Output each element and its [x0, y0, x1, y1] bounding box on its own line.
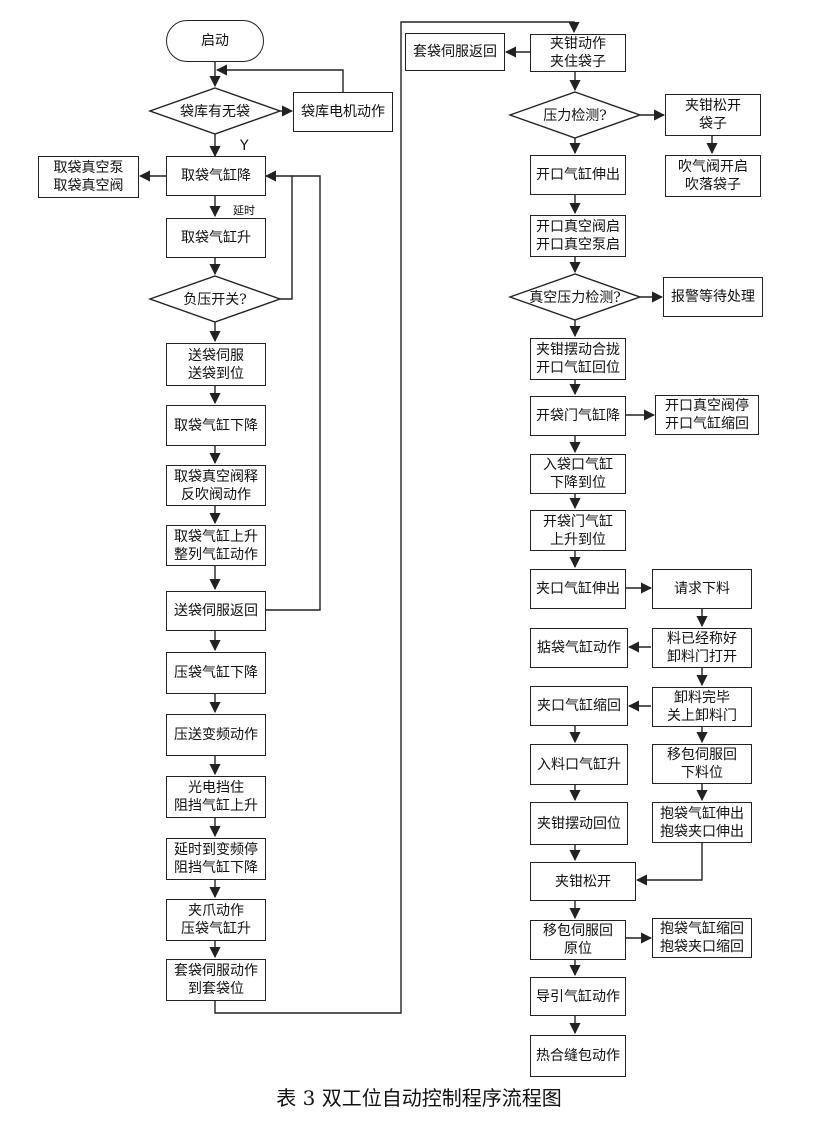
- inlet-cylinder-down-box: 入袋口气缸 下降到位: [530, 454, 626, 494]
- door-cylinder-up-box: 开袋门气缸 上升到位: [530, 510, 626, 551]
- cylinder-up-align-box: 取袋气缸上升 整列气缸动作: [166, 525, 266, 566]
- sleeve-servo-box: 套袋伺服动作 到套袋位: [166, 959, 266, 1001]
- sleeve-servo-return-box: 套袋伺服返回: [405, 33, 505, 71]
- feed-servo-return-box: 送袋伺服返回: [166, 591, 266, 631]
- clamp-mouth-retract-box: 夹口气缸缩回: [530, 686, 628, 726]
- guide-cylinder-box: 导引气缸动作: [530, 977, 626, 1016]
- vacuum-release-box: 取袋真空阀释 反吹阀动作: [166, 465, 266, 506]
- start-terminal: 启动: [166, 20, 264, 62]
- clamp-release-box: 夹钳松开 袋子: [665, 94, 761, 136]
- clamp-swing-back-box: 夹钳摆动回位: [530, 802, 628, 845]
- move-servo-home-box: 移包伺服回 原位: [530, 920, 626, 960]
- feed-servo-box: 送袋伺服 送袋到位: [166, 343, 266, 386]
- weighed-open-door-box: 料已经称好 卸料门打开: [652, 628, 752, 668]
- clamp-swing-close-box: 夹钳摆动合拢 开口气缸回位: [530, 338, 626, 380]
- shake-cylinder-box: 掂袋气缸动作: [530, 628, 628, 668]
- heat-seal-box: 热合缝包动作: [530, 1035, 626, 1077]
- blow-drop-box: 吹气阀开启 吹落袋子: [665, 155, 761, 197]
- open-cylinder-extend-box: 开口气缸伸出: [530, 155, 626, 195]
- decision-pressure-label: 压力检测?: [543, 108, 607, 124]
- hold-extend-box: 抱袋气缸伸出 抱袋夹口伸出: [652, 802, 752, 843]
- clamp-bag-box: 夹钳动作 夹住袋子: [530, 34, 626, 72]
- open-vacuum-start-box: 开口真空阀启 开口真空泵启: [530, 215, 626, 257]
- decision-bag-library-label: 袋库有无袋: [180, 104, 250, 120]
- vacuum-pump-valve-box: 取袋真空泵 取袋真空阀: [38, 156, 139, 198]
- request-unload-box: 请求下料: [652, 569, 752, 609]
- photo-block-box: 光电挡住 阻挡气缸上升: [166, 776, 266, 818]
- alarm-box: 报警等待处理: [663, 277, 763, 317]
- claw-press-box: 夹爪动作 压袋气缸升: [166, 899, 266, 941]
- delay-label: 延时: [233, 204, 255, 217]
- delay-stop-box: 延时到变频停 阻挡气缸下降: [166, 838, 266, 880]
- clamp-open-box: 夹钳松开: [530, 862, 636, 901]
- decision-negative-pressure-label: 负压开关?: [183, 292, 247, 308]
- take-cylinder-down-box: 取袋气缸降: [166, 156, 266, 196]
- open-vacuum-stop-box: 开口真空阀停 开口气缸缩回: [655, 395, 759, 435]
- yes-label: Y: [240, 138, 249, 154]
- move-servo-down-box: 移包伺服回 下料位: [652, 744, 752, 784]
- door-cylinder-down-box: 开袋门气缸降: [530, 396, 626, 436]
- take-cylinder-up-box: 取袋气缸升: [166, 218, 266, 258]
- decision-vacuum-pressure-label: 真空压力检测?: [529, 290, 621, 306]
- press-vfd-box: 压送变频动作: [166, 714, 266, 756]
- figure-caption: 表 3 双工位自动控制程序流程图: [276, 1086, 562, 1110]
- discharge-done-box: 卸料完毕 关上卸料门: [652, 687, 752, 727]
- clamp-mouth-extend-box: 夹口气缸伸出: [530, 569, 626, 609]
- hold-retract-box: 抱袋气缸缩回 抱袋夹口缩回: [652, 918, 752, 958]
- inlet-cylinder-up-box: 入料口气缸升: [530, 744, 628, 785]
- take-cylinder-lower-box: 取袋气缸下降: [166, 405, 266, 446]
- bag-library-motor-box: 袋库电机动作: [293, 92, 393, 132]
- press-cylinder-down-box: 压袋气缸下降: [166, 652, 266, 694]
